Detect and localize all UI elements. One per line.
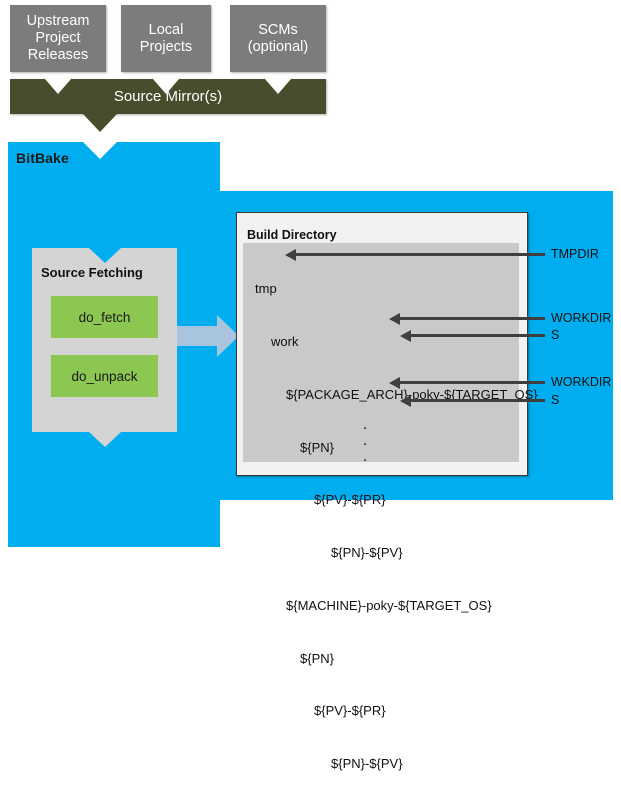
task-do-fetch[interactable]: do_fetch bbox=[51, 296, 158, 338]
tree-line-pn-1: ${PN} bbox=[300, 439, 334, 455]
annotation-arrow-s-2-head bbox=[400, 395, 411, 407]
annotation-arrow-tmpdir-head bbox=[285, 249, 296, 261]
build-directory-tree: tmp work ${PACKAGE_ARCH}-poky-${TARGET_O… bbox=[249, 245, 538, 808]
tree-line-pn-pv-2: ${PN}-${PV} bbox=[331, 756, 403, 772]
mirror-to-bitbake-arrow bbox=[83, 114, 117, 132]
tree-line-pv-pr-1: ${PV}-${PR} bbox=[314, 492, 386, 508]
build-directory-panel bbox=[243, 243, 519, 462]
source-box-scms[interactable]: SCMs(optional) bbox=[230, 5, 326, 72]
annotation-arrow-tmpdir-shaft bbox=[290, 253, 545, 256]
build-directory-title: Build Directory bbox=[247, 228, 337, 242]
annotation-label-workdir-1: WORKDIR bbox=[551, 311, 612, 325]
mirror-notch-scms bbox=[265, 79, 291, 94]
task-do-unpack-label: do_unpack bbox=[71, 368, 138, 384]
annotation-arrow-workdir-2-shaft bbox=[394, 381, 545, 384]
source-fetching-outlet-arrow bbox=[89, 432, 121, 447]
tree-line-pn-pv-1: ${PN}-${PV} bbox=[331, 545, 403, 561]
task-do-unpack[interactable]: do_unpack bbox=[51, 355, 158, 397]
bitbake-label: BitBake bbox=[16, 150, 69, 166]
annotation-arrow-workdir-2-head bbox=[389, 377, 400, 389]
source-box-scms-label: SCMs(optional) bbox=[247, 21, 309, 55]
tree-ellipsis-dot-3: · bbox=[362, 451, 368, 468]
tree-line-machine: ${MACHINE}-poky-${TARGET_OS} bbox=[286, 597, 492, 613]
bitbake-inlet-notch bbox=[83, 142, 117, 159]
annotation-label-tmpdir: TMPDIR bbox=[551, 247, 599, 261]
source-fetching-title: Source Fetching bbox=[41, 265, 143, 280]
bitbake-region-lower-left bbox=[8, 500, 220, 547]
tree-line-pv-pr-2: ${PV}-${PR} bbox=[314, 703, 386, 719]
source-mirror-label: Source Mirror(s) bbox=[113, 88, 223, 105]
tree-line-tmp: tmp bbox=[255, 281, 277, 297]
fetch-to-builddir-arrow-head bbox=[217, 315, 239, 357]
task-do-fetch-label: do_fetch bbox=[78, 309, 131, 325]
annotation-arrow-s-1-shaft bbox=[405, 334, 545, 337]
annotation-label-s-1: S bbox=[551, 328, 560, 342]
tree-line-pn-2: ${PN} bbox=[300, 650, 334, 666]
tree-line-package-arch: ${PACKAGE_ARCH}-poky-${TARGET_OS} bbox=[286, 386, 538, 402]
mirror-notch-upstream bbox=[45, 79, 71, 94]
annotation-label-workdir-2: WORKDIR bbox=[551, 375, 612, 389]
tree-ellipsis: · · · bbox=[355, 420, 375, 468]
tree-line-work: work bbox=[271, 333, 299, 349]
annotation-arrow-workdir-1-shaft bbox=[394, 317, 545, 320]
annotation-label-s-2: S bbox=[551, 393, 560, 407]
annotation-arrow-s-1-head bbox=[400, 330, 411, 342]
source-fetching-box[interactable] bbox=[32, 248, 177, 432]
annotation-arrow-s-2-shaft bbox=[405, 399, 545, 402]
annotation-arrow-workdir-1-head bbox=[389, 313, 400, 325]
source-fetching-inlet-notch bbox=[89, 248, 121, 263]
fetch-to-builddir-arrow-shaft bbox=[177, 326, 217, 346]
tree-ellipsis-dot-2: · bbox=[362, 435, 368, 452]
tree-ellipsis-dot-1: · bbox=[362, 419, 368, 436]
mirror-notch-local bbox=[153, 79, 179, 94]
